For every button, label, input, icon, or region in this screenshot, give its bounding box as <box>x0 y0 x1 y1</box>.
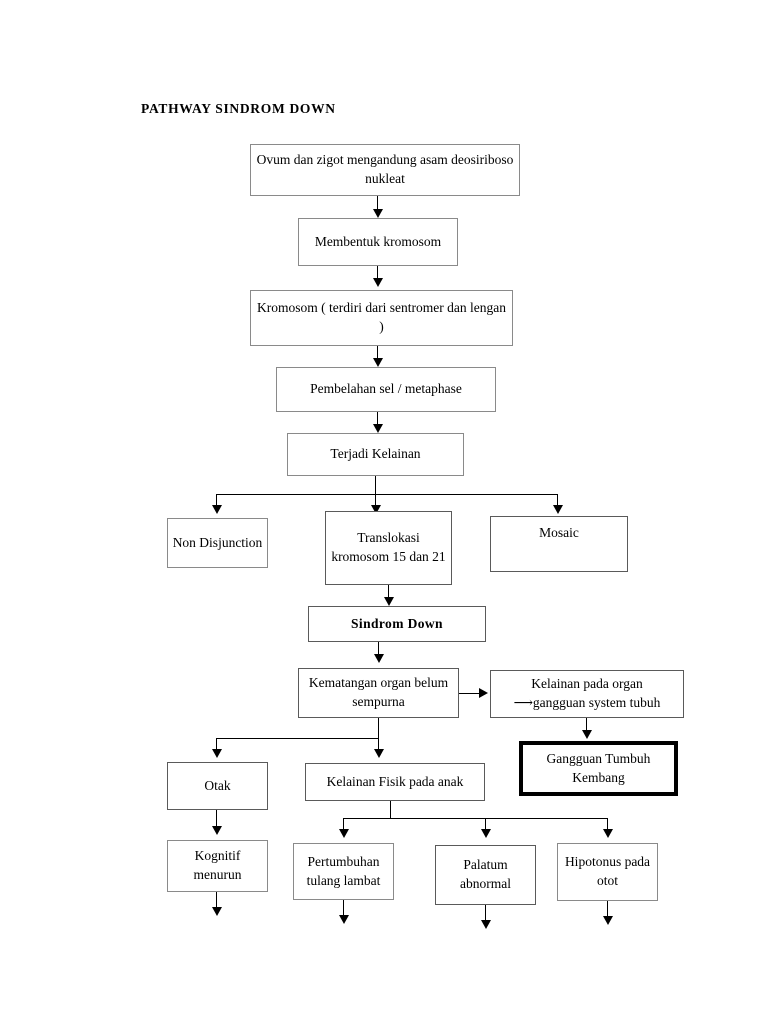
arrowhead-ovum-to-membentuk <box>373 209 383 218</box>
edge-pembelahan-to-kelainan <box>377 412 378 429</box>
node-otak[interactable]: Otak <box>167 762 268 810</box>
edge-kelainan-bus <box>216 494 558 495</box>
node-kognitif-menurun[interactable]: Kognitif menurun <box>167 840 268 892</box>
arrowhead-kematangan-to-kelainan-fisik <box>374 749 384 758</box>
edge-kematangan-to-otak <box>216 738 217 753</box>
arrowhead-kelainan-organ-to-gangguan <box>582 730 592 739</box>
node-pertumbuhan-tulang[interactable]: Pertumbuhan tulang lambat <box>293 843 394 900</box>
arrowhead-kematangan-to-kelainan-organ <box>479 688 488 698</box>
node-kematangan-organ-label: Kematangan organ belum sempurna <box>308 675 449 709</box>
page-title: PATHWAY SINDROM DOWN <box>141 101 336 116</box>
node-membentuk-kromosom[interactable]: Membentuk kromosom <box>298 218 458 266</box>
node-non-disjunction[interactable]: Non Disjunction <box>167 518 268 568</box>
edge-sindrom-to-kematangan <box>378 642 379 659</box>
node-terjadi-kelainan[interactable]: Terjadi Kelainan <box>287 433 464 476</box>
arrowhead-sindrom-to-kematangan <box>374 654 384 663</box>
edge-pertumbuhan-out <box>343 900 344 918</box>
node-hipotonus-otot[interactable]: Hipotonus pada otot <box>557 843 658 901</box>
arrowhead-kematangan-to-otak <box>212 749 222 758</box>
node-hipotonus-otot-label: Hipotonus pada otot <box>564 854 651 888</box>
arrowhead-kelainan-to-translokasi <box>371 505 381 514</box>
node-ovum-label: Ovum dan zigot mengandung asam deosiribo… <box>256 152 514 186</box>
edge-kematangan-bus <box>216 738 379 739</box>
node-kematangan-organ[interactable]: Kematangan organ belum sempurna <box>298 668 459 718</box>
node-sindrom-down[interactable]: Sindrom Down <box>308 606 486 642</box>
edge-kelainan-to-translokasi <box>375 494 376 509</box>
edge-otak-to-kognitif <box>216 810 217 830</box>
arrowhead-otak-to-kognitif <box>212 826 222 835</box>
node-palatum-abnormal-label: Palatum abnormal <box>460 857 511 891</box>
node-kelainan-pada-organ[interactable]: Kelainan pada organ ⟶gangguan system tub… <box>490 670 684 718</box>
arrowhead-kromosom-to-pembelahan <box>373 358 383 367</box>
arrowhead-pembelahan-to-kelainan <box>373 424 383 433</box>
node-kognitif-menurun-label: Kognitif menurun <box>193 848 242 882</box>
edge-kelainan-stem <box>375 476 376 495</box>
arrowhead-kelainan-to-nondisjunction <box>212 505 222 514</box>
node-membentuk-kromosom-label: Membentuk kromosom <box>314 233 442 249</box>
node-kelainan-fisik-label: Kelainan Fisik pada anak <box>326 773 464 789</box>
edge-hipotonus-out <box>607 901 608 919</box>
node-ovum[interactable]: Ovum dan zigot mengandung asam deosiribo… <box>250 144 520 196</box>
arrowhead-kelainan-fisik-to-pertumbuhan <box>339 829 349 838</box>
node-translokasi-label: Translokasi kromosom 15 dan 21 <box>331 530 446 564</box>
edge-kematangan-stem <box>378 718 379 739</box>
node-sindrom-down-label: Sindrom Down <box>351 615 443 631</box>
edge-kelainan-fisik-to-palatum <box>485 818 486 833</box>
node-kromosom[interactable]: Kromosom ( terdiri dari sentromer dan le… <box>250 290 513 346</box>
node-gangguan-tumbuh-kembang-label: Gangguan Tumbuh Kembang <box>546 750 651 785</box>
node-palatum-abnormal[interactable]: Palatum abnormal <box>435 845 536 905</box>
node-otak-label: Otak <box>204 777 231 793</box>
arrowhead-membentuk-to-kromosom <box>373 278 383 287</box>
edge-kelainan-fisik-bus <box>343 818 608 819</box>
edge-membentuk-to-kromosom <box>377 266 378 283</box>
edge-kematangan-to-kelainan-organ <box>459 693 481 694</box>
edge-palatum-out <box>485 905 486 923</box>
node-gangguan-tumbuh-kembang[interactable]: Gangguan Tumbuh Kembang <box>519 741 678 796</box>
edge-kognitif-out <box>216 892 217 910</box>
arrowhead-kelainan-fisik-to-hipotonus <box>603 829 613 838</box>
edge-translokasi-to-sindrom <box>388 585 389 602</box>
node-kelainan-fisik[interactable]: Kelainan Fisik pada anak <box>305 763 485 801</box>
arrowhead-kognitif-out <box>212 907 222 916</box>
arrowhead-pertumbuhan-out <box>339 915 349 924</box>
edge-kelainan-to-nondisjunction <box>216 494 217 509</box>
arrowhead-palatum-out <box>481 920 491 929</box>
node-mosaic-label: Mosaic <box>539 525 579 540</box>
edge-kelainan-to-mosaic <box>557 494 558 509</box>
node-translokasi[interactable]: Translokasi kromosom 15 dan 21 <box>325 511 452 585</box>
node-mosaic[interactable]: Mosaic <box>490 516 628 572</box>
edge-kelainan-fisik-stem <box>390 801 391 819</box>
edge-kelainan-fisik-to-hipotonus <box>607 818 608 833</box>
edge-kematangan-to-kelainan-fisik <box>378 738 379 753</box>
node-non-disjunction-label: Non Disjunction <box>172 534 263 550</box>
arrowhead-kelainan-fisik-to-palatum <box>481 829 491 838</box>
arrowhead-kelainan-to-mosaic <box>553 505 563 514</box>
node-kelainan-pada-organ-label: Kelainan pada organ ⟶gangguan system tub… <box>513 676 661 710</box>
node-pembelahan-sel[interactable]: Pembelahan sel / metaphase <box>276 367 496 412</box>
arrowhead-hipotonus-out <box>603 916 613 925</box>
node-kromosom-label: Kromosom ( terdiri dari sentromer dan le… <box>257 300 506 334</box>
arrowhead-translokasi-to-sindrom <box>384 597 394 606</box>
edge-kelainan-organ-to-gangguan <box>586 718 587 735</box>
node-terjadi-kelainan-label: Terjadi Kelainan <box>330 446 421 462</box>
edge-ovum-to-membentuk <box>377 196 378 214</box>
node-pembelahan-sel-label: Pembelahan sel / metaphase <box>310 381 462 397</box>
edge-kromosom-to-pembelahan <box>377 346 378 363</box>
edge-kelainan-fisik-to-pertumbuhan <box>343 818 344 833</box>
node-pertumbuhan-tulang-label: Pertumbuhan tulang lambat <box>306 853 381 888</box>
